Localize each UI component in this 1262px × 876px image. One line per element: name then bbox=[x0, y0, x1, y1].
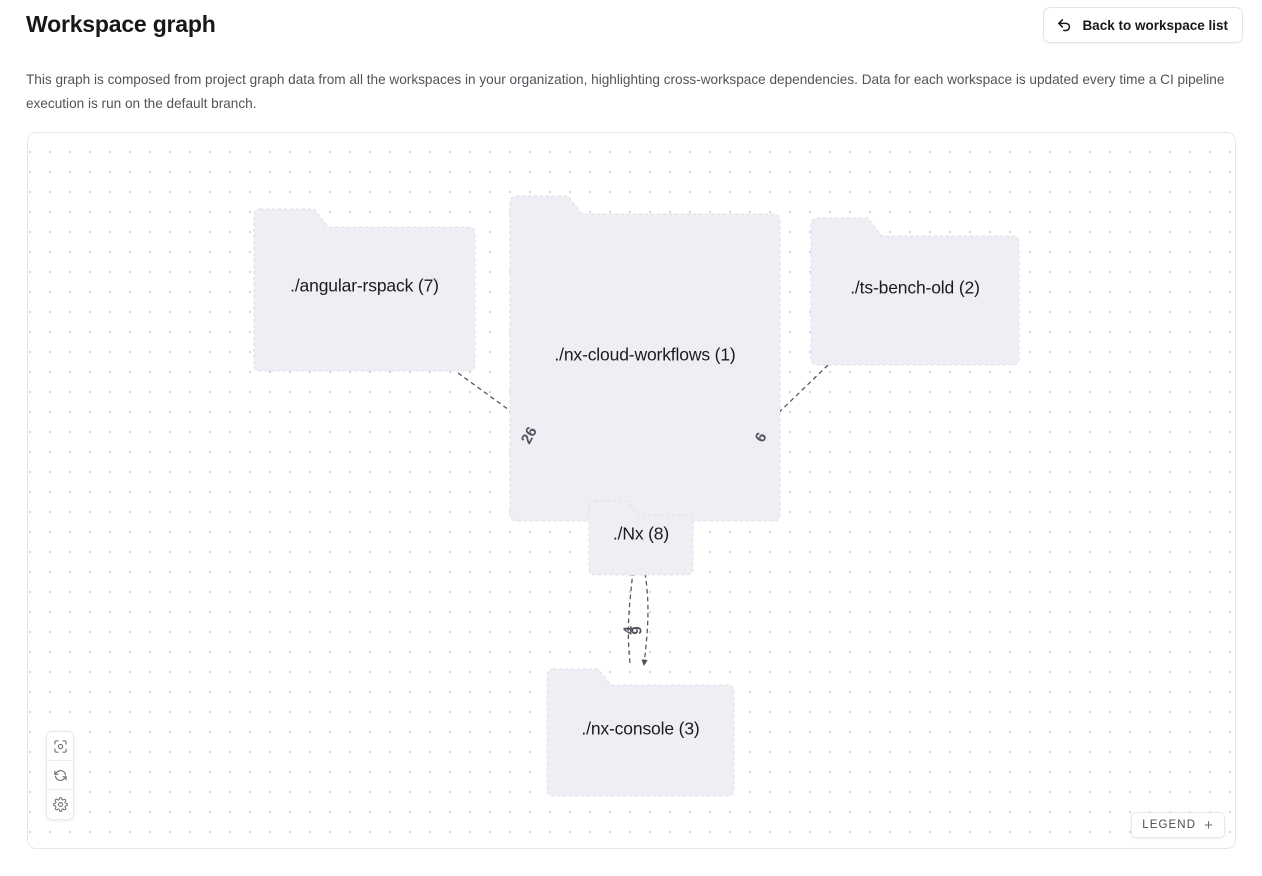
edge-label-nx-nx-console: 9 bbox=[628, 626, 646, 635]
folder-shape-icon bbox=[588, 500, 694, 576]
back-to-workspace-list-button[interactable]: Back to workspace list bbox=[1043, 7, 1243, 43]
graph-settings-button[interactable] bbox=[47, 790, 73, 819]
folder-shape-icon bbox=[509, 195, 781, 522]
graph-layer: ./angular-rspack (7) ./nx-cloud-workflow… bbox=[28, 133, 1235, 848]
legend-toggle-button[interactable]: LEGEND + bbox=[1131, 812, 1225, 838]
legend-label: LEGEND bbox=[1142, 819, 1197, 831]
gear-icon bbox=[52, 797, 68, 812]
folder-shape-icon bbox=[810, 217, 1020, 366]
refresh-icon bbox=[53, 768, 68, 783]
workspace-graph-canvas[interactable]: ./angular-rspack (7) ./nx-cloud-workflow… bbox=[27, 132, 1236, 849]
graph-controls bbox=[46, 731, 74, 820]
refresh-graph-button[interactable] bbox=[47, 761, 73, 790]
folder-shape-icon bbox=[546, 668, 735, 797]
edge-label-nx-console-nx: 4 bbox=[620, 626, 638, 635]
back-arrow-icon bbox=[1056, 17, 1073, 34]
focus-graph-button[interactable] bbox=[47, 732, 73, 761]
page-title: Workspace graph bbox=[26, 11, 216, 37]
folder-shape-icon bbox=[253, 208, 476, 372]
graph-node-nx[interactable]: ./Nx (8) bbox=[588, 493, 694, 576]
graph-node-nx-cloud-workflows[interactable]: ./nx-cloud-workflows (1) bbox=[509, 188, 781, 522]
graph-node-nx-console[interactable]: ./nx-console (3) bbox=[546, 661, 735, 797]
graph-node-angular-rspack[interactable]: ./angular-rspack (7) bbox=[253, 201, 476, 372]
edge-nx-console-to-nx bbox=[627, 568, 636, 664]
graph-node-ts-bench-old[interactable]: ./ts-bench-old (2) bbox=[810, 210, 1020, 366]
back-button-label: Back to workspace list bbox=[1082, 17, 1228, 33]
plus-icon: + bbox=[1204, 816, 1214, 834]
edge-nx-to-nx-console bbox=[641, 572, 649, 667]
page-description: This graph is composed from project grap… bbox=[26, 71, 1225, 111]
focus-target-icon bbox=[53, 739, 68, 754]
